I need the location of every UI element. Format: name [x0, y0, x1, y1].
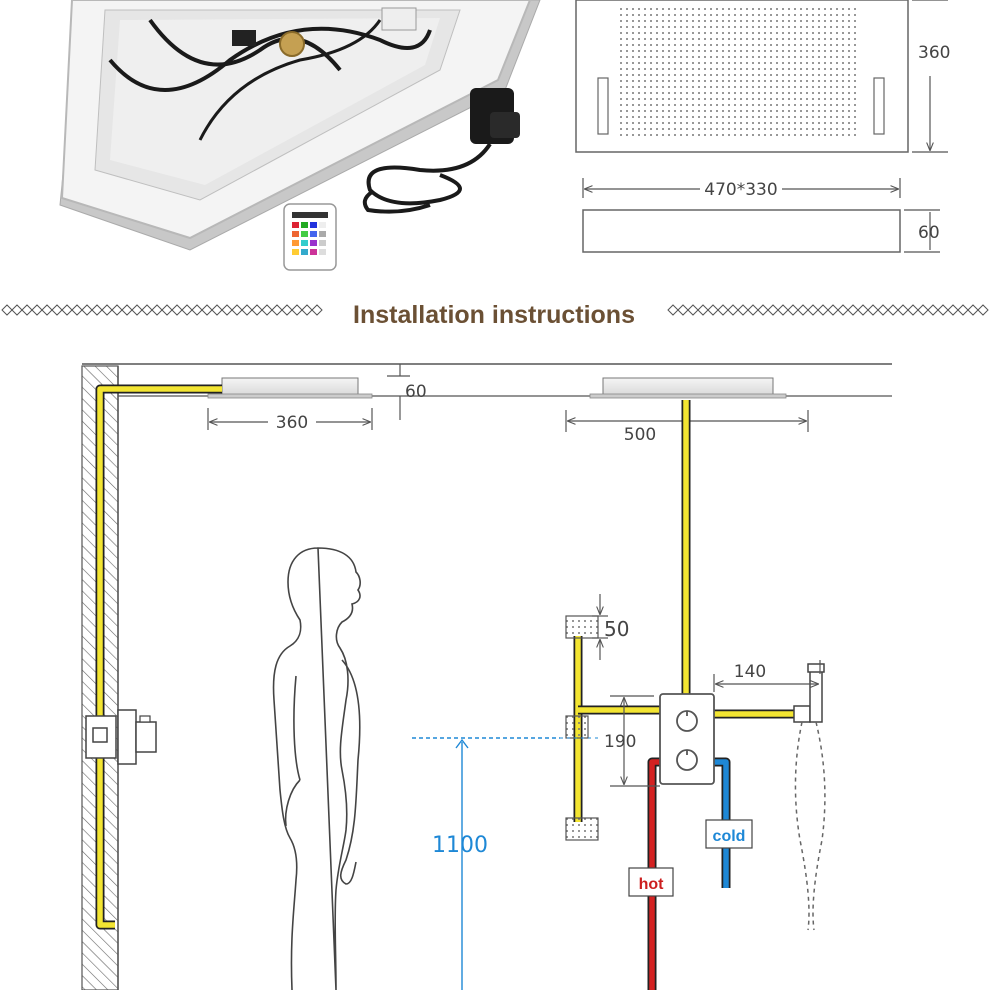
head-width-label: 360: [276, 413, 308, 433]
handshower-offset-dimension: 140: [713, 660, 821, 692]
ceiling-shower-head-right: [589, 377, 787, 399]
jet-spacing-label: 190: [604, 732, 636, 752]
human-figure-outline: [272, 547, 361, 990]
power-adapter-icon: [362, 88, 520, 214]
top-view-height-label: 360: [918, 43, 950, 63]
jet-spacing-dimension: 190: [604, 695, 660, 787]
left-water-pipe: [95, 384, 222, 930]
body-size-label: 470*330: [704, 180, 777, 200]
jet-size-label: 50: [604, 617, 629, 641]
ceiling-depth-label: 60: [405, 382, 427, 402]
wall-and-ceiling: [81, 363, 892, 990]
body-size-dimension: 470*330: [582, 178, 901, 200]
body-jet-bottom: [565, 817, 599, 841]
valve-height-label: 1100: [432, 833, 488, 858]
remote-control-icon: [283, 203, 337, 271]
hot-label-tag: hot: [628, 867, 674, 897]
jet-size-dimension: 50: [592, 594, 629, 660]
hand-shower: [793, 663, 826, 931]
section-divider: Installation instructions: [1, 301, 989, 329]
head-offset-label: 500: [624, 425, 656, 445]
side-view-drawing: [582, 209, 901, 253]
svg-text:hot: hot: [639, 876, 665, 893]
body-depth-label: 60: [918, 223, 940, 243]
top-view-height-dimension: 360: [912, 0, 950, 153]
body-jet-top: [565, 615, 599, 639]
ceiling-shower-head-left: [207, 377, 373, 399]
ceiling-depth-dimension: 60: [387, 364, 427, 420]
head-width-dimension: 360: [207, 408, 373, 433]
top-view-drawing: [575, 0, 909, 153]
section-title: Installation instructions: [353, 301, 635, 329]
svg-text:cold: cold: [713, 828, 746, 845]
product-photo: [59, 0, 541, 271]
thermostatic-valve: [659, 693, 715, 785]
valve-height-dimension: 1100: [412, 737, 600, 990]
body-jet-middle: [565, 715, 589, 739]
left-wall-valve: [85, 709, 157, 765]
handshower-offset-label: 140: [734, 662, 766, 682]
body-depth-dimension: 60: [904, 209, 940, 253]
cold-label-tag: cold: [705, 819, 753, 849]
